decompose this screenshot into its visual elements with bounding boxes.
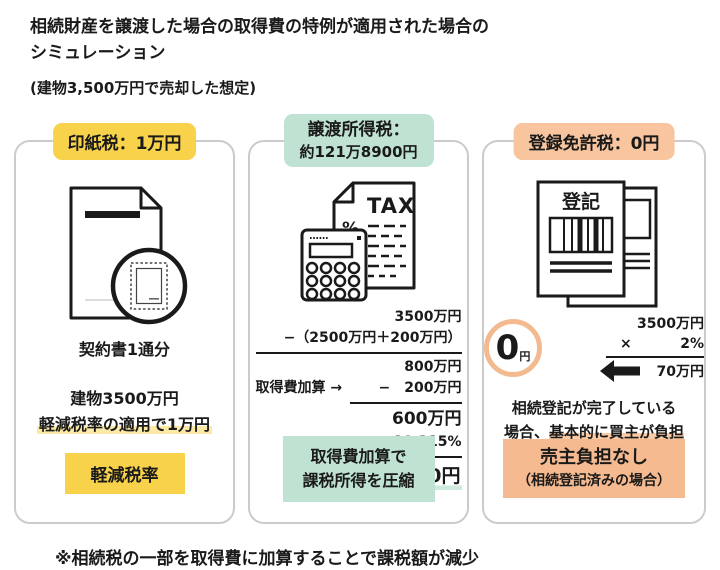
registration-bottom-badge: 売主負担なし （相続登記済みの場合）: [503, 439, 685, 498]
registration-badge-line1: 売主負担なし: [540, 447, 648, 469]
contract-document-with-stamp-icon: [69, 186, 188, 324]
stamp-desc-line1: 建物3500万円: [70, 388, 179, 408]
left-arrow-icon: [600, 360, 640, 383]
calc-taxable-600: 600万円: [392, 408, 462, 429]
calc-divider-2: [349, 401, 462, 404]
calc-addition-label: 取得費加算 →: [255, 379, 343, 396]
registration-icon-label: 登記: [561, 190, 600, 213]
page-subtitle: (建物3,500万円で売却した想定): [30, 78, 257, 97]
zero-value: 0: [495, 327, 520, 368]
registration-result-row: 0 円 3500万円 × 2% 70万円: [484, 314, 704, 383]
stamp-description: 建物3500万円 軽減税率の適用で1万円: [36, 386, 213, 439]
stamp-bottom-badge: 軽減税率: [64, 452, 185, 494]
transfer-badge-line2: 課税所得を圧縮: [302, 470, 415, 490]
calc-cost-deduction: −（2500万円＋200万円）: [283, 329, 462, 346]
transfer-bottom-badge: 取得費加算で 課税所得を圧縮: [282, 435, 435, 502]
tax-icon-label: TAX: [367, 194, 415, 218]
registration-note-line2-plain: 場合、: [503, 422, 549, 441]
registration-calc-price: 3500万円: [637, 315, 704, 332]
zero-yen-circle: 0 円: [484, 318, 542, 377]
calc-addition-value: − 200万円: [378, 379, 462, 396]
registration-calc-divider: [606, 356, 704, 359]
card-stamp-tax: 印紙税：1万円 契約書1通分 建物3500万円 軽減税率の適用で1万円 軽減税率: [14, 122, 235, 524]
registration-badge-line2: （相続登記済みの場合）: [517, 473, 671, 490]
transfer-header-line2: 約121万8900円: [299, 142, 418, 161]
transfer-tax-header-badge: 譲渡所得税： 約121万8900円: [283, 113, 434, 167]
registration-calculation: 3500万円 × 2% 70万円: [554, 314, 704, 383]
registration-note-line2-highlight: 基本的に買主が負担: [549, 422, 685, 441]
page-title-line2: シミュレーション: [30, 43, 166, 64]
registration-calc-result: 70万円: [656, 364, 704, 381]
calc-divider-1: [255, 351, 462, 354]
page-title: 相続財産を譲渡した場合の取得費の特例が適用された場合の シミュレーション: [30, 14, 690, 67]
calc-sale-price: 3500万円: [394, 308, 462, 325]
footnote: ※相続税の一部を取得費に加算することで課税額が減少: [55, 548, 480, 569]
stamp-tax-header-badge: 印紙税：1万円: [52, 122, 197, 160]
registration-note: 相続登記が完了している 場合、基本的に買主が負担: [503, 397, 685, 444]
transfer-header-line1: 譲渡所得税：: [307, 119, 410, 140]
tax-document-calculator-icon: TAX %: [300, 181, 415, 302]
card-registration-tax: 登録免許税：0円 登記 0 円 3500万円: [482, 122, 706, 524]
calc-subtotal-800: 800万円: [404, 358, 462, 375]
registration-tax-header-badge: 登録免許税：0円: [513, 122, 675, 160]
stamp-desc-line2: 軽減税率の適用で1万円: [36, 415, 213, 435]
registration-note-line1: 相続登記が完了している: [511, 399, 677, 418]
transfer-badge-line1: 取得費加算で: [310, 446, 407, 466]
registration-calc-op: ×: [620, 335, 632, 352]
registration-calc-rate: 2%: [680, 335, 704, 352]
cards-row: 印紙税：1万円 契約書1通分 建物3500万円 軽減税率の適用で1万円 軽減税率…: [0, 113, 720, 524]
registration-documents-icon: 登記: [536, 180, 658, 308]
stamp-caption: 契約書1通分: [78, 339, 171, 359]
page-title-line1: 相続財産を譲渡した場合の取得費の特例が適用された場合の: [30, 17, 489, 37]
card-transfer-income-tax: 譲渡所得税： 約121万8900円 TAX %: [248, 113, 469, 524]
zero-unit: 円: [519, 349, 531, 363]
